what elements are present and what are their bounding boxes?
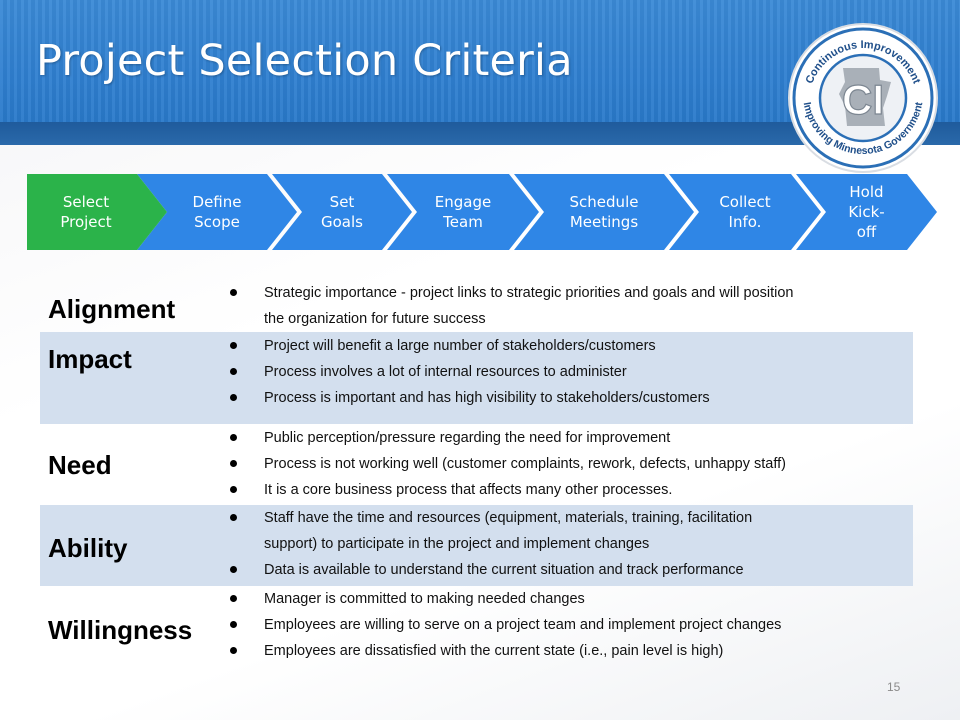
header-band: [0, 122, 960, 145]
list-item: Project will benefit a large number of s…: [230, 333, 710, 359]
criteria-row-need: Need Public perception/pressure regarding…: [40, 424, 913, 505]
criteria-bullets: Strategic importance - project links to …: [230, 280, 794, 332]
bullet-text: Employees are willing to serve on a proj…: [264, 617, 782, 633]
process-step-label: Engage Team: [434, 192, 492, 231]
criteria-bullets: Project will benefit a large number of s…: [230, 333, 710, 411]
criteria-label: Need: [48, 450, 112, 480]
bullet-text: Process involves a lot of internal resou…: [264, 364, 627, 380]
list-item: Public perception/pressure regarding the…: [230, 425, 786, 451]
list-item: Employees are willing to serve on a proj…: [230, 612, 781, 638]
criteria-row-impact: Impact Project will benefit a large numbe…: [40, 332, 913, 424]
criteria-row-ability: Ability Staff have the time and resources…: [40, 505, 913, 586]
list-item: Process involves a lot of internal resou…: [230, 359, 710, 385]
criteria-label: Impact: [48, 344, 132, 374]
bullet-dot-icon: [230, 595, 237, 602]
criteria-bullets: Staff have the time and resources (equip…: [230, 505, 752, 583]
list-item: Manager is committed to making needed ch…: [230, 586, 781, 612]
criteria-row-willingness: Willingness Manager is committed to makin…: [40, 586, 913, 666]
bullet-text: It is a core business process that affec…: [264, 482, 673, 498]
bullet-dot-icon: [230, 621, 237, 628]
list-item: Process is not working well (customer co…: [230, 451, 786, 477]
criteria-row-alignment: Alignment Strategic importance - project …: [40, 280, 913, 332]
process-step-label: Collect Info.: [719, 192, 771, 231]
criteria-bullets: Public perception/pressure regarding the…: [230, 425, 786, 503]
criteria-bullets: Manager is committed to making needed ch…: [230, 586, 781, 664]
slide-title: Project Selection Criteria: [36, 36, 573, 86]
bullet-text: Process is important and has high visibi…: [264, 390, 710, 406]
bullet-text: Employees are dissatisfied with the curr…: [264, 643, 724, 659]
criteria-label: Ability: [48, 533, 128, 563]
process-step-label: Define Scope: [192, 192, 242, 231]
bullet-dot-icon: [230, 368, 237, 375]
list-item: the organization for future success: [230, 306, 794, 332]
process-step-3: Set Goals: [272, 174, 412, 250]
bullet-dot-icon: [230, 342, 237, 349]
bullet-dot-icon: [230, 566, 237, 573]
bullet-dot-icon: [230, 434, 237, 441]
list-item: It is a core business process that affec…: [230, 477, 786, 503]
bullet-text: Project will benefit a large number of s…: [264, 338, 656, 354]
bullet-dot-icon: [230, 647, 237, 654]
process-step-label: Hold Kick- off: [848, 182, 885, 242]
continuous-improvement-logo: CI Continuous Improvement Improving Minn…: [788, 23, 938, 173]
list-item: support) to participate in the project a…: [230, 531, 752, 557]
bullet-dot-icon: [230, 486, 237, 493]
bullet-dot-icon: [230, 394, 237, 401]
bullet-text: support) to participate in the project a…: [264, 536, 650, 552]
bullet-text: Staff have the time and resources (equip…: [264, 510, 753, 526]
bullet-text: Strategic importance - project links to …: [264, 285, 794, 301]
bullet-dot-icon: [230, 460, 237, 467]
list-item: Staff have the time and resources (equip…: [230, 505, 752, 531]
criteria-label: Alignment: [48, 294, 176, 324]
process-step-label: Schedule Meetings: [569, 192, 639, 231]
logo-monogram: CI: [842, 76, 884, 123]
bullet-dot-icon: [230, 289, 237, 296]
process-flow-chevrons: Select Project Define Scope Set Goals Engag…: [27, 174, 947, 250]
criteria-label: Willingness: [48, 615, 193, 645]
bullet-text: Public perception/pressure regarding the…: [264, 430, 671, 446]
bullet-text: the organization for future success: [264, 311, 486, 327]
page-number: 15: [887, 680, 901, 694]
bullet-text: Process is not working well (customer co…: [264, 456, 786, 472]
bullet-text: Data is available to understand the curr…: [264, 562, 744, 578]
bullet-dot-icon: [230, 514, 237, 521]
bullet-text: Manager is committed to making needed ch…: [264, 591, 585, 607]
list-item: Employees are dissatisfied with the curr…: [230, 638, 781, 664]
list-item: Strategic importance - project links to …: [230, 280, 794, 306]
process-step-1: Select Project: [27, 174, 167, 250]
list-item: Process is important and has high visibi…: [230, 385, 710, 411]
list-item: Data is available to understand the curr…: [230, 557, 752, 583]
process-step-label: Select Project: [60, 192, 112, 231]
process-step-label: Set Goals: [321, 192, 363, 231]
process-step-5: Schedule Meetings: [514, 174, 694, 250]
